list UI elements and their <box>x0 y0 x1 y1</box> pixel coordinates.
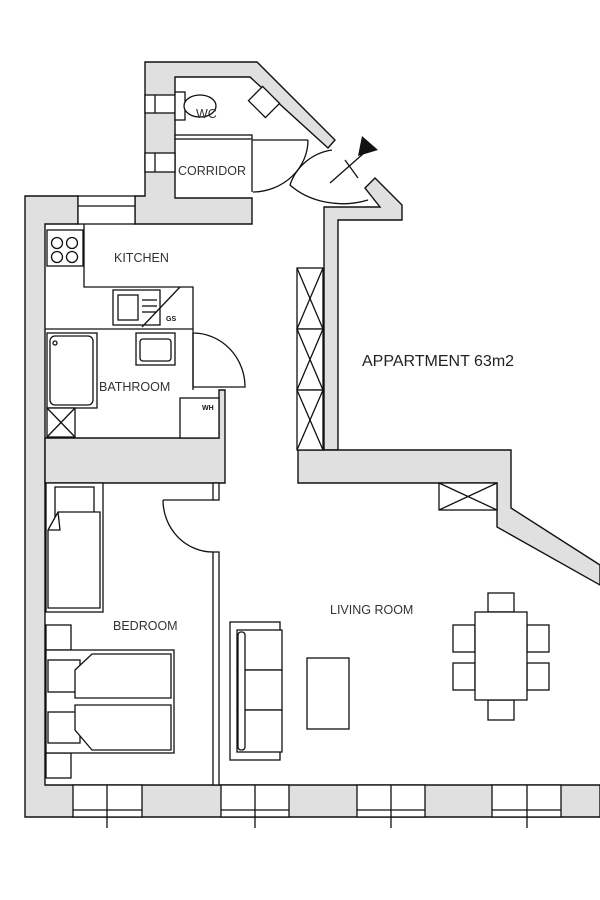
wall-living-top <box>297 449 600 586</box>
plan-title: APPARTMENT 63m2 <box>362 353 514 370</box>
wall-right-wing <box>323 177 403 451</box>
double-bed-icon <box>45 649 175 754</box>
door-wc[interactable] <box>252 139 309 193</box>
bathtub-icon <box>46 332 98 409</box>
vent-shaft-icon <box>296 267 324 451</box>
dining-table-icon <box>452 592 550 721</box>
partition-wc <box>174 134 253 140</box>
sofa-icon <box>229 621 283 761</box>
nightstand-icon <box>45 624 72 651</box>
room-label-kitchen: KITCHEN <box>114 251 169 265</box>
nightstand-icon <box>45 752 72 779</box>
single-bed-icon <box>45 482 104 613</box>
door-bathroom[interactable] <box>192 332 246 388</box>
vent-bathroom-icon <box>46 407 76 438</box>
bottom-windows <box>72 784 562 828</box>
entrance-arrow-icon <box>358 136 378 156</box>
partition-bedroom <box>212 551 220 786</box>
room-label-bedroom: BEDROOM <box>113 619 178 633</box>
window-wc <box>144 94 176 114</box>
room-label-bathroom: BATHROOM <box>99 380 170 394</box>
hob-icon <box>46 229 84 267</box>
gas-label: GS <box>166 316 176 323</box>
wc-basin-icon <box>247 85 281 119</box>
room-label-living-room: LIVING ROOM <box>330 603 413 617</box>
partition-bedroom-top <box>212 482 220 501</box>
kitchen-sink-icon <box>112 286 181 328</box>
water-heater-icon <box>179 397 220 439</box>
window-corridor <box>144 152 176 173</box>
water-heater-label: WH <box>202 405 214 412</box>
coffee-table-icon <box>306 657 350 730</box>
door-bedroom[interactable] <box>162 499 214 553</box>
toilet-icon <box>174 91 217 121</box>
wall-wc-corridor <box>134 61 336 225</box>
vent-living-icon <box>438 482 498 511</box>
room-label-corridor: CORRIDOR <box>178 164 246 178</box>
room-label-wc: WC <box>196 107 217 121</box>
bathroom-basin-icon <box>135 332 176 366</box>
window-kitchen <box>77 195 136 225</box>
